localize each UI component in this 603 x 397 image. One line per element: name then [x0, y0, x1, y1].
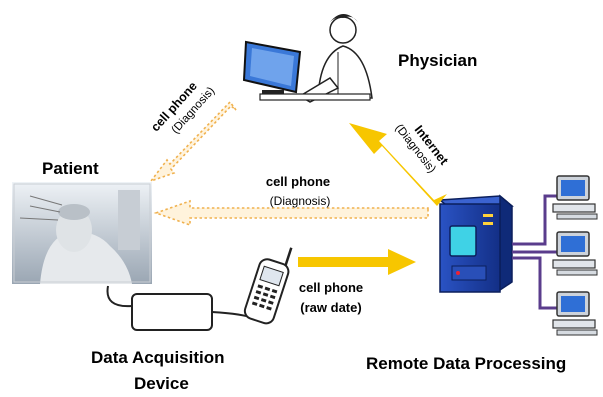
device-label-line1: Data Acquisition	[91, 348, 225, 367]
computer-icon	[552, 291, 598, 336]
patient-photo	[12, 182, 152, 284]
edge-raw-line2: (raw date)	[300, 300, 361, 315]
computer-icon	[552, 175, 598, 220]
edge-middle-line2: (Diagnosis)	[270, 194, 331, 208]
network-links	[512, 194, 560, 310]
acquisition-device-icon	[106, 285, 253, 331]
arrow-internet	[349, 123, 447, 206]
remote-label: Remote Data Processing	[366, 354, 566, 373]
patient-label: Patient	[42, 159, 99, 178]
edge-raw-line1: cell phone	[299, 280, 363, 295]
server-icon	[438, 194, 514, 293]
physician-icon	[242, 14, 373, 103]
cell-phone-icon	[243, 247, 293, 325]
arrow-physician-to-patient	[148, 100, 237, 183]
arrow-server-to-patient	[153, 199, 429, 227]
physician-label: Physician	[398, 51, 477, 70]
computer-icon	[552, 231, 598, 276]
edge-middle-line1: cell phone	[266, 174, 330, 189]
arrow-raw-data	[298, 249, 416, 275]
device-label-line2: Device	[134, 374, 189, 393]
